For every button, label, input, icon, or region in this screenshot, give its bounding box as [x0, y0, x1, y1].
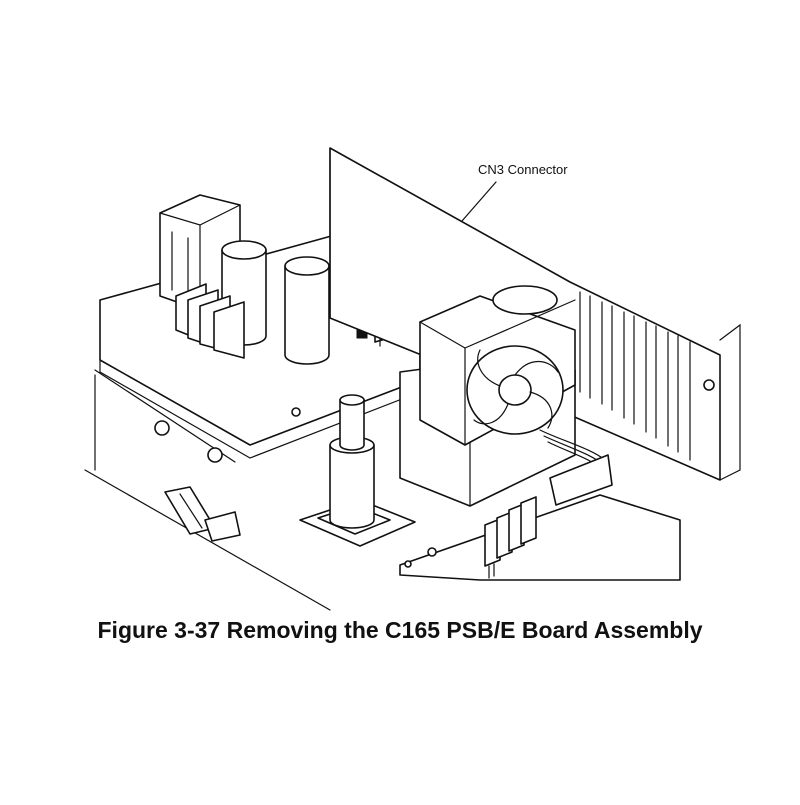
heat-sink — [175, 283, 245, 359]
cooling-fan — [419, 285, 576, 446]
chassis-floor — [84, 369, 331, 611]
ribbon-cable — [539, 429, 613, 506]
capacitor-right — [284, 256, 330, 365]
card-slots — [579, 291, 691, 461]
main-shaft — [299, 394, 416, 547]
lower-board — [399, 494, 681, 581]
figure-caption: Figure 3-37 Removing the C165 PSB/E Boar… — [97, 617, 703, 643]
cn3-connector-label: CN3 Connector — [478, 162, 568, 177]
mounting-clip — [164, 486, 241, 542]
voltage-regulators — [484, 496, 537, 579]
